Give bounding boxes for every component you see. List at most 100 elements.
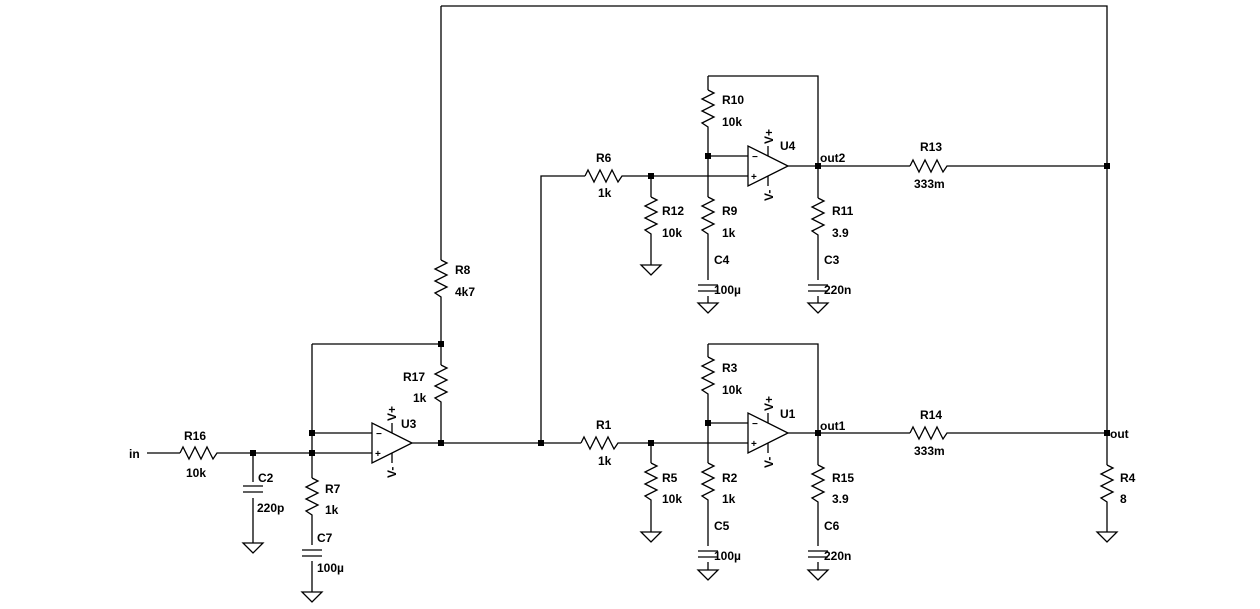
r9-name: R9 [722,204,738,218]
r15-value: 3.9 [832,492,849,506]
resistor-r9-symbol [700,196,716,237]
r8-name: R8 [455,263,471,277]
opamp-u3: − + [371,421,414,465]
u1-noninverting-sign: + [751,439,757,450]
c4-name: C4 [714,253,730,267]
c5-value: 100µ [714,549,741,563]
r5-value: 10k [662,492,682,506]
net-label-out2: out2 [820,151,846,165]
ground-icon [639,531,663,543]
resistor-r5-symbol [643,462,659,503]
resistor-r3-symbol [700,356,716,397]
r1-name: R1 [596,418,612,432]
r2-value: 1k [722,492,736,506]
r9-value: 1k [722,226,736,240]
net-label-out: out [1110,427,1129,441]
c2-name: C2 [258,471,274,485]
ground-icon [639,264,663,276]
u4-name: U4 [780,139,796,153]
capacitor-c5-symbol [698,550,718,558]
resistor-r10-symbol [700,89,716,130]
u1-inverting-sign: − [752,419,758,430]
r13-value: 333m [914,177,945,191]
resistor-r11-symbol [810,197,826,238]
capacitor-c2-symbol [243,485,263,493]
r14-name: R14 [920,408,942,422]
resistor-r1-symbol [580,435,621,451]
ground-icon [1095,531,1119,543]
resistor-r13-symbol [909,158,950,174]
r7-name: R7 [325,482,341,496]
r6-value: 1k [598,186,612,200]
c4-value: 100µ [714,283,741,297]
r3-value: 10k [722,383,742,397]
c2-value: 220p [257,501,284,515]
ground-icon [300,591,324,603]
ground-icon [806,302,830,314]
ground-icon [806,569,830,581]
r3-name: R3 [722,361,738,375]
r12-value: 10k [662,226,682,240]
r6-name: R6 [596,151,612,165]
r1-value: 1k [598,454,612,468]
c6-name: C6 [824,519,840,533]
resistor-r6-symbol [584,168,625,184]
r8-value: 4k7 [455,285,475,299]
resistor-r4-symbol [1099,464,1115,505]
c3-name: C3 [824,253,840,267]
u1-vpos: V+ [762,396,776,411]
u1-vneg: V- [762,457,776,468]
r11-name: R11 [832,204,854,218]
r12-name: R12 [662,204,684,218]
resistor-r16-symbol [179,445,220,461]
u4-noninverting-sign: + [751,172,757,183]
resistor-r7-symbol [304,477,320,518]
r10-name: R10 [722,93,744,107]
c5-name: C5 [714,519,730,533]
junction-dots [250,153,1110,456]
ground-symbols [241,264,1119,603]
ground-icon [241,542,265,554]
r2-name: R2 [722,471,738,485]
resistor-r2-symbol [700,462,716,503]
resistor-r12-symbol [643,196,659,237]
c6-value: 220n [824,549,851,563]
opamp-u1: − + [747,411,790,455]
c7-name: C7 [317,531,333,545]
resistor-symbols [179,89,1115,518]
u3-vneg: V- [385,467,399,478]
u4-inverting-sign: − [752,152,758,163]
u3-noninverting-sign: + [375,449,381,460]
r14-value: 333m [914,444,945,458]
capacitor-c7-symbol [302,549,322,557]
r4-value: 8 [1120,492,1127,506]
wires [147,5,1108,592]
resistor-r15-symbol [810,464,826,505]
r7-value: 1k [325,503,339,517]
r13-name: R13 [920,140,942,154]
r4-name: R4 [1120,471,1136,485]
opamp-symbols: − + − + − + [371,144,790,465]
u1-name: U1 [780,407,796,421]
r10-value: 10k [722,115,742,129]
resistor-r17-symbol [433,364,449,405]
u3-vpos: V+ [385,406,399,421]
u3-name: U3 [401,417,417,431]
r16-name: R16 [184,429,206,443]
c3-value: 220n [824,283,851,297]
r16-value: 10k [186,466,206,480]
c7-value: 100µ [317,561,344,575]
u4-vneg: V- [762,190,776,201]
capacitor-c4-symbol [698,284,718,292]
u3-inverting-sign: − [376,429,382,440]
net-label-out1: out1 [820,419,846,433]
r17-value: 1k [413,391,427,405]
resistor-r14-symbol [909,425,950,441]
capacitor-c3-symbol [808,284,828,292]
capacitor-symbols [243,284,828,558]
u4-vpos: V+ [762,129,776,144]
capacitor-c6-symbol [808,550,828,558]
ground-icon [696,569,720,581]
opamp-u4: − + [747,144,790,188]
